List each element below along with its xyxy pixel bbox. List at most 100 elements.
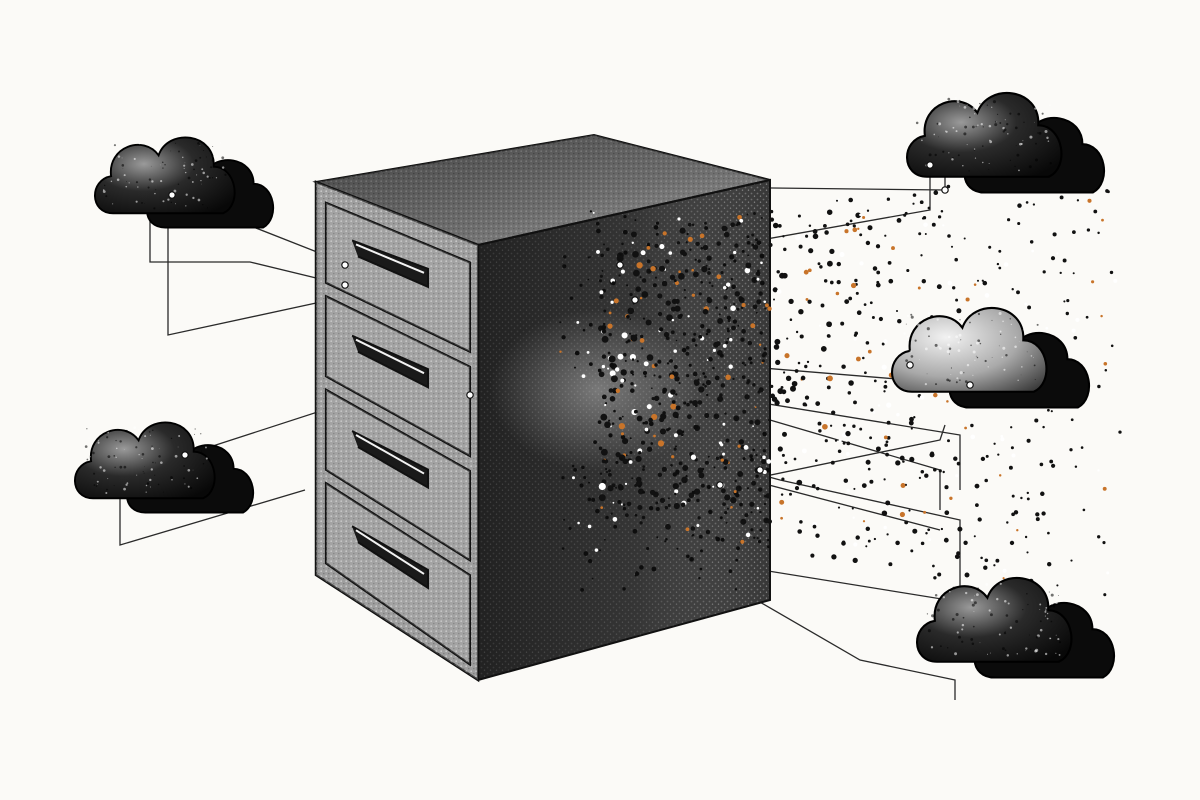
data-particle: [970, 424, 973, 427]
data-particle: [702, 372, 705, 375]
data-particle: [732, 378, 734, 380]
data-particle: [599, 549, 601, 551]
data-particle: [887, 421, 891, 425]
data-particle: [757, 278, 760, 281]
data-particle: [1102, 541, 1105, 544]
data-particle: [759, 529, 762, 532]
data-particle: [747, 241, 751, 245]
data-particle: [645, 428, 649, 432]
data-particle: [759, 343, 761, 345]
data-particle: [562, 547, 565, 550]
data-particle: [1007, 218, 1010, 221]
data-particle: [758, 540, 761, 543]
data-particle: [1010, 426, 1012, 428]
data-particle: [1097, 385, 1100, 388]
data-particle: [804, 270, 809, 275]
data-particle: [884, 381, 887, 384]
data-particle: [559, 350, 561, 352]
data-particle: [897, 319, 901, 323]
data-particle: [975, 503, 979, 507]
data-particle: [618, 274, 620, 276]
data-particle: [859, 233, 862, 236]
data-particle: [588, 525, 592, 529]
data-particle: [766, 493, 771, 498]
data-particle: [774, 400, 779, 405]
data-particle: [848, 391, 851, 394]
data-particle: [740, 540, 744, 544]
data-particle: [655, 276, 657, 278]
data-particle: [886, 440, 889, 443]
data-particle: [738, 445, 741, 448]
data-particle: [809, 225, 811, 227]
data-particle: [590, 210, 592, 212]
data-particle: [851, 283, 856, 288]
data-particle: [727, 316, 731, 320]
data-particle: [888, 261, 892, 265]
data-particle: [674, 448, 677, 451]
data-particle: [596, 222, 600, 226]
data-particle: [658, 440, 664, 446]
data-particle: [838, 507, 840, 509]
data-particle: [724, 412, 726, 414]
data-particle: [673, 349, 677, 353]
data-particle: [883, 526, 886, 529]
data-particle: [640, 335, 643, 338]
data-particle: [949, 497, 952, 500]
data-particle: [761, 456, 763, 458]
data-particle: [767, 539, 769, 541]
data-particle: [621, 435, 625, 439]
data-particle: [665, 538, 668, 541]
data-particle: [733, 319, 737, 323]
data-particle: [609, 363, 614, 368]
data-particle: [835, 439, 837, 441]
data-particle: [748, 341, 753, 346]
data-particle: [667, 362, 669, 364]
data-particle: [1087, 228, 1090, 231]
data-particle: [963, 541, 967, 545]
data-particle: [637, 416, 643, 422]
data-particle: [942, 224, 944, 226]
data-particle: [770, 385, 773, 388]
data-particle: [704, 413, 709, 418]
data-particle: [798, 362, 801, 365]
data-particle: [896, 413, 900, 417]
data-particle: [708, 510, 712, 514]
data-particle: [656, 536, 658, 538]
data-particle: [752, 425, 754, 427]
data-particle: [651, 387, 653, 389]
data-particle: [954, 258, 958, 262]
data-particle: [576, 321, 579, 324]
data-particle: [733, 303, 735, 305]
data-particle: [701, 484, 705, 488]
data-particle: [939, 469, 942, 472]
data-particle: [923, 222, 928, 227]
data-particle: [600, 506, 603, 509]
data-particle: [925, 532, 927, 534]
data-particle: [764, 450, 766, 452]
data-particle: [617, 500, 621, 504]
data-particle: [587, 498, 591, 502]
connector-line: [168, 210, 330, 335]
data-particle: [985, 293, 990, 298]
data-particle: [789, 493, 792, 496]
data-particle: [572, 476, 575, 479]
data-particle: [786, 376, 791, 381]
data-particle: [622, 587, 625, 590]
data-particle: [700, 234, 705, 239]
data-particle: [922, 217, 924, 219]
data-particle: [729, 569, 733, 573]
data-particle: [602, 365, 605, 368]
data-particle: [589, 362, 593, 366]
data-particle: [980, 557, 983, 560]
data-particle: [755, 406, 757, 408]
data-particle: [1103, 487, 1107, 491]
data-particle: [762, 455, 766, 459]
data-particle: [719, 313, 721, 315]
data-particle: [739, 439, 744, 444]
data-particle: [1026, 201, 1029, 204]
cloud-icon: [95, 137, 273, 227]
data-particle: [794, 458, 797, 461]
data-particle: [1020, 497, 1022, 499]
data-particle: [819, 265, 822, 268]
data-particle: [1006, 521, 1008, 523]
